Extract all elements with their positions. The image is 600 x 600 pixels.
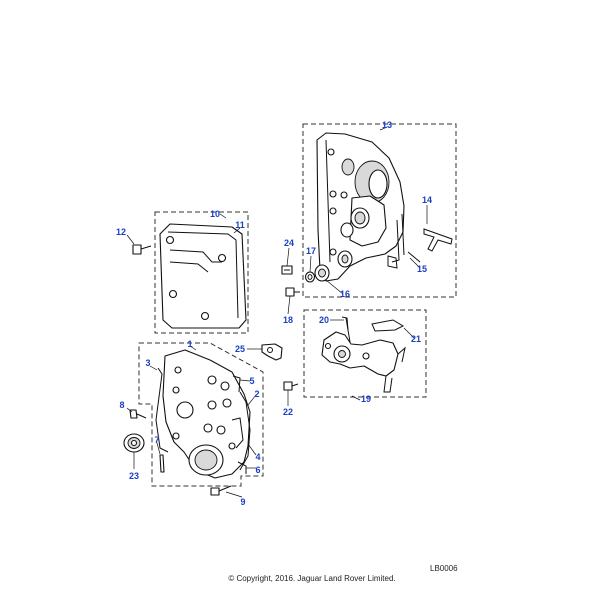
callouts: 1 2 3 4 5 6 7 8 9 10 11 12 13 14 15 16 1… (116, 120, 432, 507)
group-box-1 (138, 342, 264, 487)
oil-seal (314, 264, 330, 282)
seal-strip-lower (237, 461, 247, 474)
bolt-12 (132, 244, 152, 255)
tensioner-bracket (321, 316, 406, 393)
callout-7: 7 (154, 435, 159, 445)
bolt-18 (285, 287, 300, 297)
callout-16: 16 (340, 289, 350, 299)
callout-19: 19 (361, 394, 371, 404)
bolt-9 (210, 485, 232, 496)
callout-21: 21 (411, 334, 421, 344)
crankshaft-seal (123, 433, 145, 453)
group-box-13 (302, 123, 457, 298)
gasket-strip (155, 367, 169, 453)
callout-22: 22 (283, 407, 293, 417)
callout-1: 1 (187, 339, 192, 349)
callout-13: 13 (382, 120, 392, 130)
reference-code: LB0006 (430, 564, 458, 573)
callout-23: 23 (129, 471, 139, 481)
dowel (159, 454, 165, 473)
washer (304, 271, 316, 283)
group-box-19 (303, 309, 427, 398)
rear-timing-cover (316, 132, 405, 282)
callout-8: 8 (119, 400, 124, 410)
callout-5: 5 (249, 376, 254, 386)
callout-9: 9 (240, 497, 245, 507)
callout-18: 18 (283, 315, 293, 325)
callout-10: 10 (210, 209, 220, 219)
upper-timing-cover (159, 223, 247, 329)
callout-17: 17 (306, 246, 316, 256)
gasket-seal (239, 391, 251, 471)
copyright-notice: © Copyright, 2016. Jaguar Land Rover Lim… (228, 574, 395, 583)
callout-2: 2 (254, 389, 259, 399)
callout-3: 3 (145, 358, 150, 368)
bolt-8 (129, 409, 147, 419)
callout-20: 20 (319, 315, 329, 325)
callout-14: 14 (422, 195, 432, 205)
callout-15: 15 (417, 264, 427, 274)
dowel-pin (387, 213, 421, 269)
callout-25: 25 (235, 344, 245, 354)
callout-6: 6 (255, 465, 260, 475)
callout-24: 24 (284, 238, 294, 248)
nut-24 (281, 265, 293, 275)
callout-12: 12 (116, 227, 126, 237)
bracket-25 (261, 343, 283, 361)
bolt-22 (283, 381, 299, 391)
allen-key (423, 228, 453, 252)
callout-4: 4 (255, 452, 260, 462)
lower-timing-cover (162, 349, 251, 479)
leader-lines (126, 126, 428, 498)
group-box-10 (154, 211, 249, 334)
seal-strip (232, 375, 241, 393)
callout-11: 11 (235, 220, 245, 230)
